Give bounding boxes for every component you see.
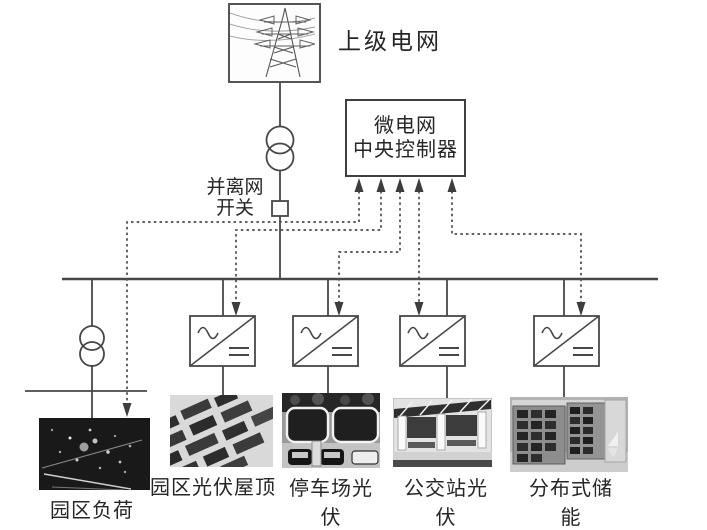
load-photo <box>39 418 150 490</box>
rooftop-pv-caption: 园区光伏屋顶 <box>150 477 276 499</box>
grid-switch-label-line1: 并离网 <box>206 177 264 198</box>
load-transformer-icon <box>79 325 105 367</box>
storage-photo <box>510 397 628 472</box>
feeder-lines <box>25 78 658 420</box>
central-controller-box: 微电网 中央控制器 <box>345 99 466 177</box>
upper-grid-label: 上级电网 <box>338 29 442 54</box>
storage-caption: 分布式储能 <box>529 478 613 529</box>
upper-grid-photo <box>228 3 321 83</box>
device-downlink-arrowheads <box>122 302 586 417</box>
rooftop-pv-photo <box>170 395 273 467</box>
control-link-storage <box>451 191 582 303</box>
bus-station-pv-caption: 公交站光伏 <box>404 478 488 529</box>
transmission-tower-icon <box>230 7 315 77</box>
load-caption: 园区负荷 <box>50 500 134 522</box>
parking-pv-photo <box>282 393 380 468</box>
grid-switch-label: 并离网 开关 <box>200 177 270 219</box>
controller-label-line1: 微电网 <box>374 115 437 137</box>
inverter-icon-rooftop <box>189 315 256 367</box>
inverter-icon-storage <box>533 315 600 367</box>
controller-label-line2: 中央控制器 <box>353 139 458 161</box>
control-link-parking <box>338 191 401 303</box>
grid-switch-label-line2: 开关 <box>215 198 254 219</box>
control-link-load <box>126 191 360 404</box>
bus-station-pv-photo <box>393 398 492 467</box>
parking-pv-caption: 停车场光伏 <box>289 478 373 529</box>
inverter-icon-bus-station <box>399 315 466 367</box>
main-transformer-icon <box>265 125 295 172</box>
grid-switch-icon <box>271 200 289 217</box>
inverter-icon-parking <box>292 315 359 367</box>
controller-uplink-arrowheads <box>354 178 457 192</box>
control-link-rooftop <box>235 191 382 303</box>
